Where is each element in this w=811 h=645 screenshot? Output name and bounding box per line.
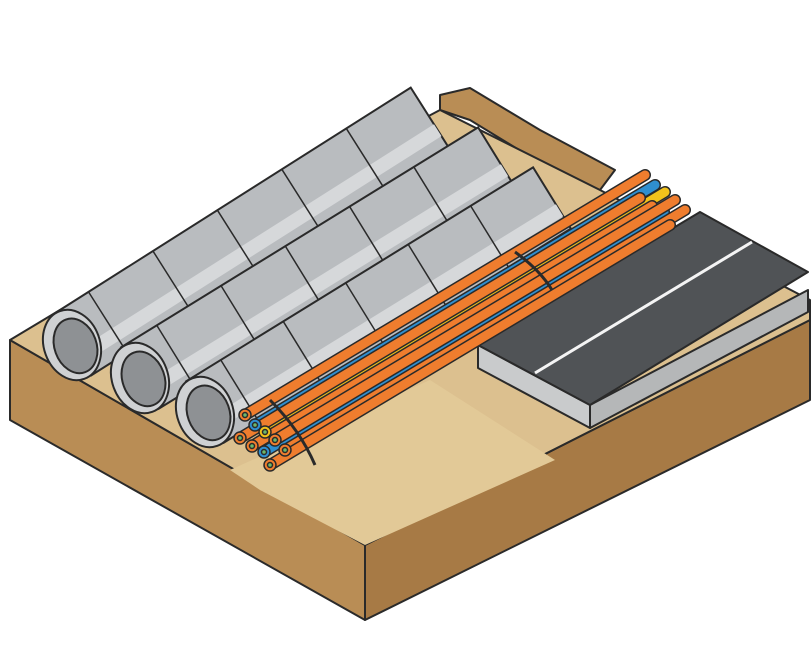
pipe-joint — [348, 206, 389, 269]
cable-core — [281, 446, 289, 454]
cable-core — [266, 461, 274, 469]
cable-core — [236, 434, 244, 442]
sand-bed — [230, 380, 555, 545]
road-lane-marking — [534, 240, 753, 375]
cable — [247, 201, 657, 451]
pipe-joint — [345, 128, 386, 190]
cable — [270, 195, 680, 445]
cable — [235, 193, 645, 443]
pipe-opening — [120, 350, 167, 408]
pipe-joint — [220, 285, 260, 348]
cable — [265, 220, 675, 470]
cable-core — [271, 436, 279, 444]
pipe-opening — [185, 384, 232, 442]
cable-core — [248, 442, 256, 450]
road-side-right — [589, 289, 809, 429]
cable-core — [251, 421, 259, 429]
pipe-joint — [281, 168, 322, 231]
pipe-highlight — [75, 124, 442, 364]
cable-core — [241, 411, 249, 419]
pipe-joint — [216, 209, 257, 272]
cable-core — [261, 428, 269, 436]
pipe-joint — [87, 291, 128, 354]
cable-tie — [514, 250, 554, 291]
pipe-joint — [152, 250, 193, 313]
pipe-opening — [52, 317, 99, 375]
cable-tie — [268, 398, 317, 466]
pipe-highlight — [208, 204, 564, 431]
pipe-highlight — [143, 164, 509, 397]
pipe-joint — [284, 245, 324, 308]
cable-core — [260, 448, 268, 456]
pipe-joint — [156, 324, 196, 388]
cable — [240, 170, 650, 420]
pipe-joint — [413, 166, 453, 229]
